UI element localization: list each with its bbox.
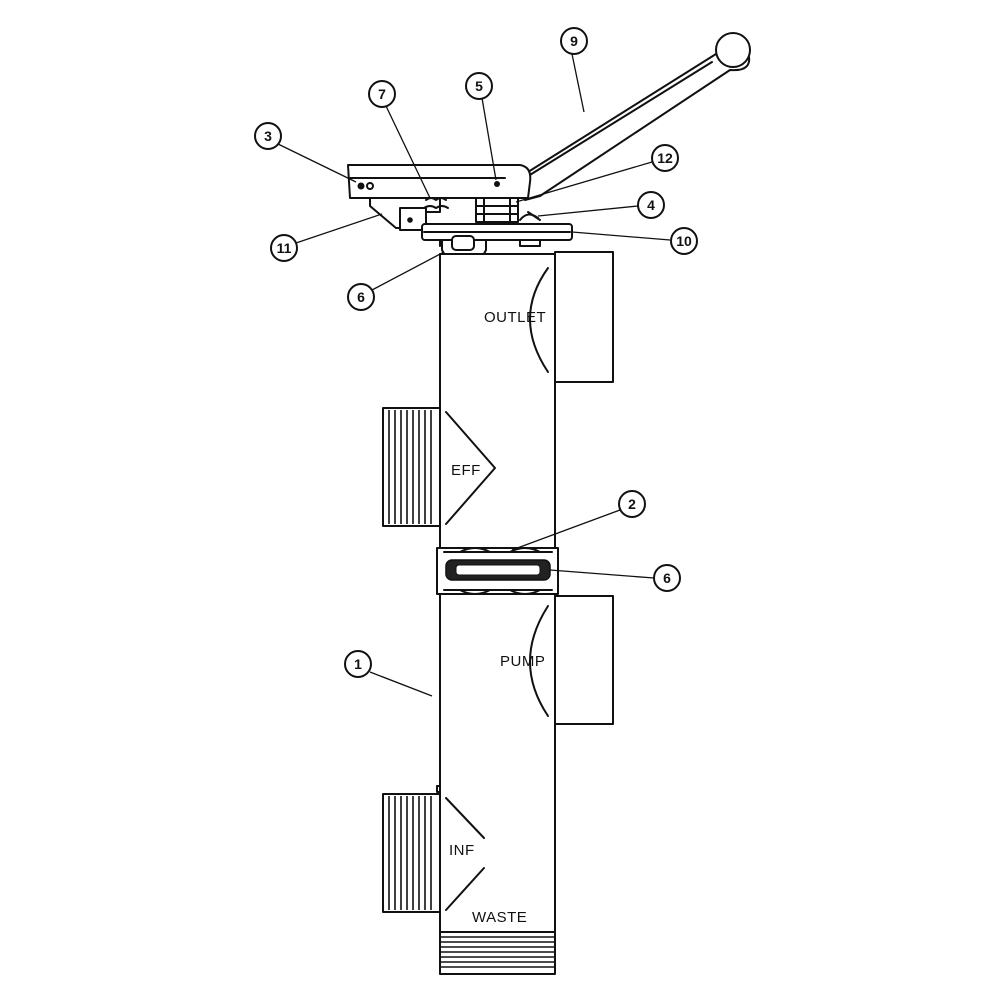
callout-3: 3 xyxy=(254,122,357,183)
callout-2: 2 xyxy=(511,490,646,551)
svg-text:12: 12 xyxy=(657,150,673,166)
shaft-seal xyxy=(475,197,519,223)
svg-text:5: 5 xyxy=(475,78,483,94)
svg-text:2: 2 xyxy=(628,496,636,512)
label-outlet: OUTLET xyxy=(484,309,546,326)
svg-text:1: 1 xyxy=(354,656,362,672)
handle xyxy=(519,32,751,201)
screw-4-tip xyxy=(527,211,541,221)
label-eff: EFF xyxy=(451,462,481,479)
callout-6-lower: 6 xyxy=(549,564,681,592)
svg-text:6: 6 xyxy=(663,570,671,586)
callout-4: 4 xyxy=(537,191,665,219)
svg-text:4: 4 xyxy=(647,197,655,213)
callout-10: 10 xyxy=(571,227,698,255)
outlet-port xyxy=(529,251,614,383)
eff-port xyxy=(382,407,496,527)
callout-6-top: 6 xyxy=(347,251,445,311)
callout-1: 1 xyxy=(344,650,433,697)
svg-text:3: 3 xyxy=(264,128,272,144)
callout-5: 5 xyxy=(465,72,497,181)
svg-text:9: 9 xyxy=(570,33,578,49)
valve-head xyxy=(347,164,532,199)
callout-12: 12 xyxy=(515,144,679,203)
svg-text:11: 11 xyxy=(277,240,292,256)
pump-port xyxy=(529,595,614,725)
clip xyxy=(423,197,449,209)
internal-seal xyxy=(436,547,559,595)
lid-bracket xyxy=(369,197,441,231)
svg-text:7: 7 xyxy=(378,86,386,102)
label-waste: WASTE xyxy=(472,909,527,926)
inf-port xyxy=(382,793,485,913)
label-pump: PUMP xyxy=(500,653,545,670)
label-inf: INF xyxy=(449,842,475,859)
callout-11: 11 xyxy=(270,213,383,262)
callout-7: 7 xyxy=(368,80,431,199)
svg-text:10: 10 xyxy=(676,233,692,249)
waste-thread xyxy=(439,931,556,975)
svg-text:6: 6 xyxy=(357,289,365,305)
callout-9: 9 xyxy=(560,27,588,113)
